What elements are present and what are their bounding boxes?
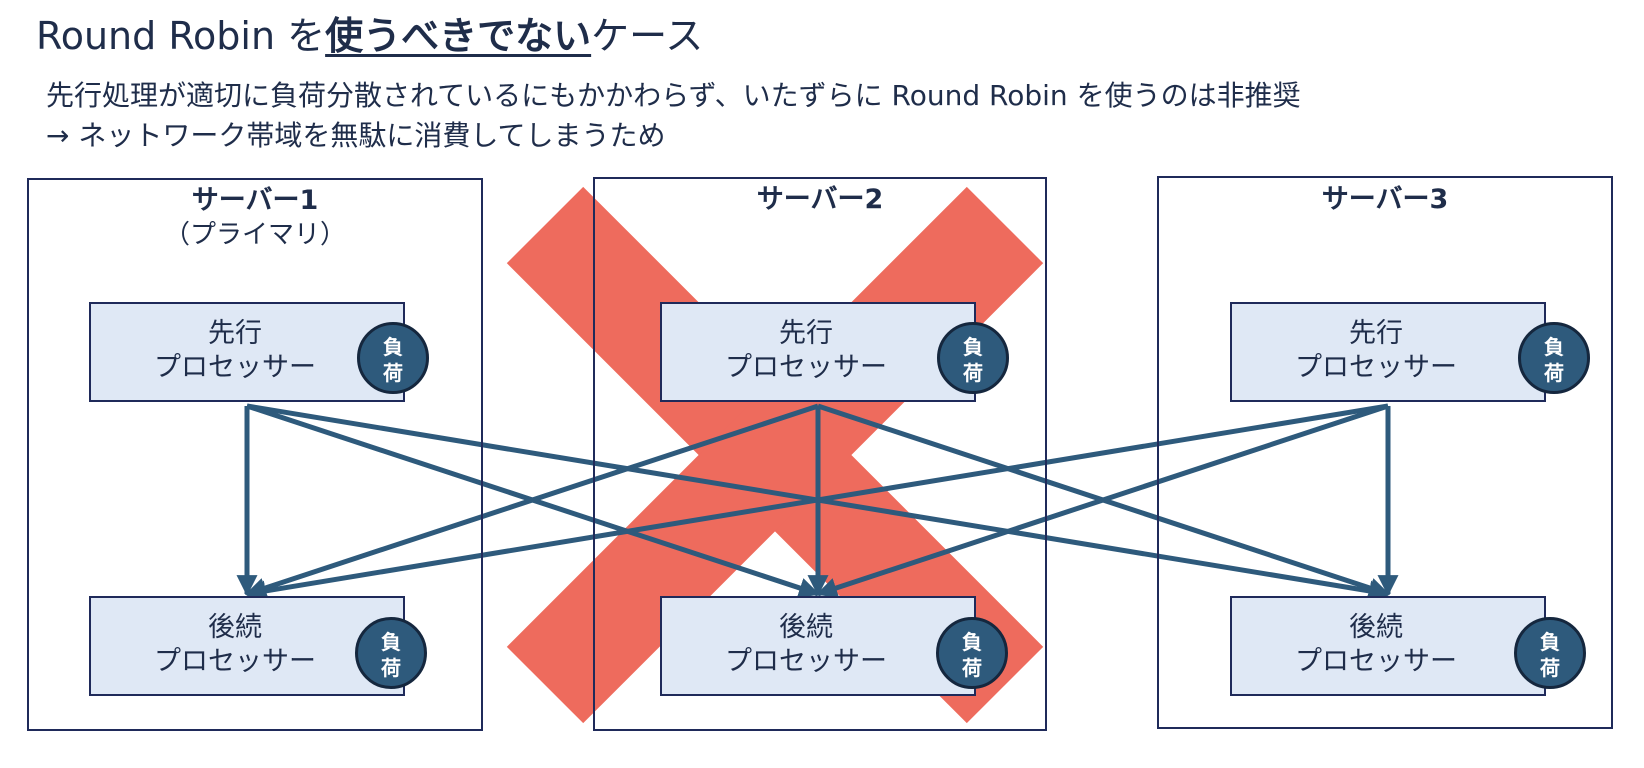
processor-label-line-2: プロセッサー	[725, 646, 887, 677]
description-line-2: → ネットワーク帯域を無駄に消費してしまうため	[46, 119, 666, 152]
load-badge-downstream-1: 負荷	[355, 617, 427, 689]
load-badge-downstream-2: 負荷	[936, 617, 1008, 689]
badge-line-1: 負	[1540, 630, 1560, 654]
load-badge-upstream-2: 負荷	[937, 322, 1009, 394]
server-3-box: サーバー3	[1157, 176, 1613, 729]
downstream-processor-1: 後続 プロセッサー	[89, 596, 405, 696]
arrow-3-to-1	[244, 403, 1389, 602]
load-badge-upstream-3: 負荷	[1518, 322, 1590, 394]
badge-line-1: 負	[963, 335, 983, 359]
server-1-box: サーバー1 （プライマリ）	[27, 178, 483, 731]
title-emphasis: 使うべきでない	[325, 14, 592, 58]
upstream-processor-3: 先行 プロセッサー	[1230, 302, 1546, 402]
badge-line-1: 負	[381, 630, 401, 654]
badge-line-1: 負	[383, 335, 403, 359]
processor-label-line-1: 先行	[208, 318, 262, 349]
slide-title: Round Robin を使うべきでないケース	[36, 8, 703, 64]
server-1-subtitle: （プライマリ）	[163, 220, 346, 250]
processor-label-line-2: プロセッサー	[154, 352, 316, 383]
connection-arrows	[236, 403, 1399, 602]
server-1-title: サーバー1	[191, 185, 319, 216]
processor-label-line-2: プロセッサー	[1295, 646, 1457, 677]
arrow-2-to-1	[245, 403, 819, 599]
downstream-processor-3: 後続 プロセッサー	[1230, 596, 1546, 696]
badge-line-2: 荷	[1544, 361, 1564, 385]
load-badge-downstream-3: 負荷	[1514, 617, 1586, 689]
badge-line-2: 荷	[383, 361, 403, 385]
badge-line-2: 荷	[1540, 656, 1560, 680]
processor-label-line-2: プロセッサー	[154, 646, 316, 677]
badge-line-1: 負	[962, 630, 982, 654]
processor-label-line-2: プロセッサー	[1295, 352, 1457, 383]
processor-label-line-1: 先行	[779, 318, 833, 349]
badge-line-1: 負	[1544, 335, 1564, 359]
server-3-title: サーバー3	[1321, 184, 1449, 215]
badge-line-2: 荷	[381, 656, 401, 680]
load-badge-upstream-1: 負荷	[357, 322, 429, 394]
description-line-1: 先行処理が適切に負荷分散されているにもかかわらず、いたずらに Round Rob…	[46, 79, 1301, 112]
arrow-3-to-2	[816, 403, 1389, 599]
upstream-processor-2: 先行 プロセッサー	[660, 302, 976, 402]
server-2-box: サーバー2	[593, 177, 1047, 731]
cross-stroke-2	[506, 186, 1044, 724]
description: 先行処理が適切に負荷分散されているにもかかわらず、いたずらに Round Rob…	[46, 76, 1301, 156]
server-2-title: サーバー2	[756, 184, 884, 215]
badge-line-2: 荷	[963, 361, 983, 385]
processor-label-line-2: プロセッサー	[725, 352, 887, 383]
processor-label-line-1: 先行	[1349, 318, 1403, 349]
upstream-processor-1: 先行 プロセッサー	[89, 302, 405, 402]
badge-line-2: 荷	[962, 656, 982, 680]
processor-label-line-1: 後続	[779, 612, 833, 643]
processor-label-line-1: 後続	[208, 612, 262, 643]
title-suffix: ケース	[591, 14, 704, 58]
downstream-processor-2: 後続 プロセッサー	[660, 596, 976, 696]
title-prefix: Round Robin を	[36, 14, 326, 58]
processor-label-line-1: 後続	[1349, 612, 1403, 643]
